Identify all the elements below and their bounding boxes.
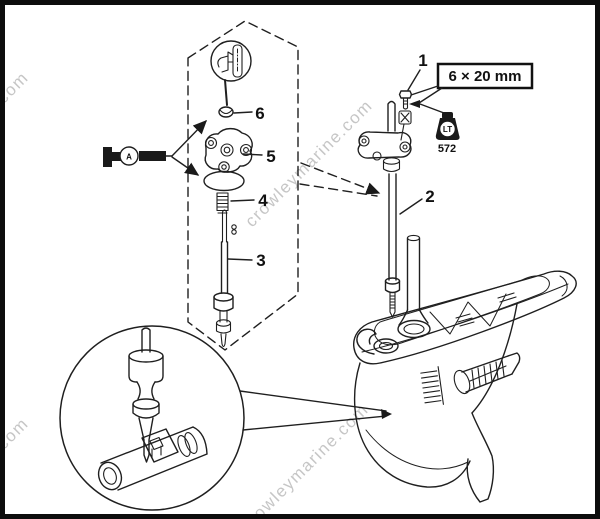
clip-detail-callout-circle	[210, 40, 252, 106]
grease-marker: A	[103, 119, 207, 176]
callout-6-label: 6	[255, 104, 264, 123]
callout-3: 3	[227, 251, 266, 270]
grease-arrow-to-oring	[171, 156, 200, 176]
bolt-spec-box: 6 × 20 mm	[410, 62, 534, 104]
grease-gun-nozzle-icon	[103, 147, 112, 167]
gearcase-skeg	[466, 412, 495, 503]
clip-detail-drawing	[217, 44, 243, 78]
gearcase-body	[353, 362, 471, 488]
part-lower-shift-rod	[213, 209, 237, 348]
callout-1: 1	[407, 51, 428, 91]
exploded-view-dashed-boundary	[187, 20, 299, 351]
grease-arrow-to-clip	[171, 119, 207, 157]
part-clip	[218, 106, 234, 118]
detail-pointer-lines	[239, 390, 392, 431]
callout-1-label: 1	[418, 51, 427, 70]
gearcase-shift-rod-boss	[373, 338, 399, 354]
sealant-bottle-icon: LT	[435, 112, 460, 140]
callout-5-label: 5	[266, 147, 275, 166]
gearcase-deck-rim	[373, 275, 550, 346]
grease-symbol-label: A	[126, 153, 132, 162]
callout-4-label: 4	[258, 191, 268, 210]
gearcase-water-tube	[356, 328, 377, 355]
sealant-arrow-icon	[409, 100, 420, 108]
assembled-shift-rod	[357, 100, 412, 318]
part-pump-cartridge	[204, 127, 253, 173]
callout-6: 6	[233, 104, 265, 123]
engagement-detail-callout-circle	[59, 325, 392, 511]
shift-cam-detail	[97, 426, 208, 491]
part-oring	[203, 170, 245, 192]
sealant-code-label: 572	[438, 143, 456, 155]
detail-pointer-arrow-icon	[381, 409, 392, 419]
callout-4: 4	[230, 191, 268, 210]
sealant-badge-label: LT	[443, 125, 452, 134]
callout-5: 5	[242, 147, 276, 166]
sealant-badge: LT 572	[409, 100, 460, 155]
gearcase-trailing-edge	[471, 303, 518, 414]
callout-2: 2	[399, 187, 435, 215]
watermark-bottom: crowleymarine.com	[237, 400, 372, 519]
bolt-spec-label: 6 × 20 mm	[449, 68, 522, 85]
callout-2-label: 2	[425, 187, 434, 206]
gearcase-water-intake-gills	[420, 366, 444, 405]
callout-3-label: 3	[256, 251, 265, 270]
shift-rod-tip-detail	[128, 327, 164, 463]
explode-pointer-lines	[299, 162, 381, 197]
gearcase-prop-shaft	[453, 352, 521, 395]
part-spring	[216, 192, 229, 214]
part-bolt	[398, 90, 413, 110]
gearcase-driveshaft-tube	[397, 234, 431, 339]
grease-gun-body-icon	[139, 151, 166, 161]
gearcase	[353, 234, 577, 503]
